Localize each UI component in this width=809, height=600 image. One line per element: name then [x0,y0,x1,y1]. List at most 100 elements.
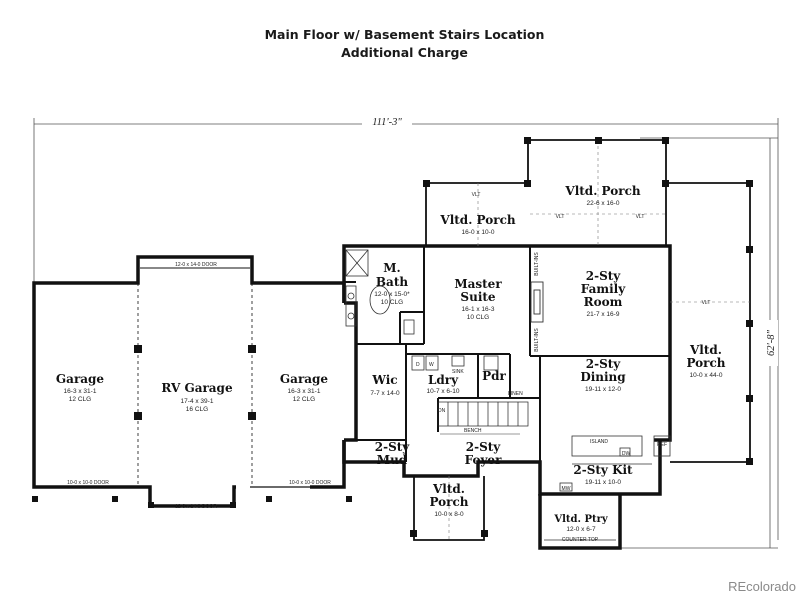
rv-door-bottom-label: 12-0 x 14-0 DOOR [175,504,217,510]
room-dims: 22-6 x 16-0 [587,200,620,207]
rv-door-top-label: 12-0 x 14-0 DOOR [175,262,217,268]
washer-label: W [429,362,434,368]
dishwasher-label: DW [622,451,631,457]
room-name: Garage [56,372,105,386]
room-foyer: 2-Sty Foyer [465,440,502,467]
room-name-line2: Porch [686,356,725,370]
room-name: Garage [280,372,329,386]
room-ceiling: 12 CLG [69,396,91,403]
plan-title: Main Floor w/ Basement Stairs Location [264,27,545,42]
porch-outlines [413,139,751,541]
room-dims: 10-7 x 6-10 [427,388,460,395]
countertop-label: COUNTER TOP [562,537,599,543]
room-ceiling: 10 CLG [381,299,403,306]
bath-fixtures [345,249,499,371]
house-exterior-walls [342,244,672,550]
room-garage-left: Garage 16-3 x 31-1 12 CLG [56,372,105,403]
room-name-line1: 2-Sty [375,440,411,454]
room-dining: 2-Sty Dining 19-11 x 12-0 [580,357,626,393]
room-name-line3: Room [584,295,623,309]
fridge-label: REF [657,442,667,448]
room-dims: 10-0 x 8-0 [434,511,464,518]
room-name-line1: 2-Sty [466,440,502,454]
room-family: 2-Sty Family Room 21-7 x 16-9 [581,269,626,318]
room-dims: 17-4 x 39-1 [181,398,214,405]
basement-stairs [437,401,529,427]
room-dims: 19-11 x 10-0 [585,479,621,486]
room-name: Ldry [428,373,459,387]
room-ceiling: 10 CLG [467,314,489,321]
room-dims: 16-0 x 10-0 [462,229,495,236]
room-dims: 19-11 x 12-0 [585,386,621,393]
fireplace [530,281,544,323]
room-dims: 12-0 x 15-0* [374,291,410,298]
room-dims: 7-7 x 14-0 [370,390,400,397]
room-name: Pdr [482,369,506,383]
sink-label: SINK [452,369,464,375]
room-name: Vltd. Porch [439,213,515,227]
room-name: 2-Sty Kit [573,463,633,477]
watermark: REcolorado [728,579,796,594]
room-porch-top-right: Vltd. Porch 22-6 x 16-0 [564,184,640,207]
room-name-line1: Master [454,277,502,291]
room-name-line1: 2-Sty [586,357,622,371]
room-kitchen: 2-Sty Kit 19-11 x 10-0 [573,463,633,486]
vault-label-2: VLT [556,214,565,220]
room-name-line1: Vltd. [432,482,465,496]
room-porch-right: Vltd. Porch 10-0 x 44-0 [686,343,725,379]
room-name: Vltd. Porch [564,184,640,198]
vault-label-3: VLT [636,214,645,220]
island-label: ISLAND [590,439,608,445]
room-dims: 16-1 x 16-3 [462,306,495,313]
plan-subtitle: Additional Charge [341,45,468,60]
room-wic: Wic 7-7 x 14-0 [370,373,400,397]
builtins-bottom-label: BUILT-INS [534,328,540,352]
kitchen-fixtures [544,435,671,541]
room-name-line2: Mud [377,453,408,467]
stairs-down-label: DN [438,408,446,414]
room-name-line2: Suite [460,290,495,304]
vault-label-4: VLT [702,300,711,306]
room-name: Wic [371,373,397,387]
room-name-line1: 2-Sty [586,269,622,283]
room-name-line1: M. [383,261,400,275]
room-dims: 12-0 x 6-7 [566,526,596,533]
garage-posts [32,345,352,508]
room-master-bath: M. Bath 12-0 x 15-0* 10 CLG [374,261,410,306]
room-name-line1: Vltd. [689,343,722,357]
porch-vault-lines [448,140,750,540]
room-garage-right: Garage 16-3 x 31-1 12 CLG [280,372,329,403]
garage-left-door-label: 10-0 x 10-0 DOOR [67,480,109,486]
room-mud: 2-Sty Mud [375,440,411,467]
room-pantry: Vltd. Ptry 12-0 x 6-7 [553,514,609,533]
room-porch-top-left: Vltd. Porch 16-0 x 10-0 [439,213,515,236]
room-dims: 16-3 x 31-1 [288,388,321,395]
room-porch-front: Vltd. Porch 10-0 x 8-0 [429,482,468,518]
room-name: Vltd. Ptry [553,514,609,525]
room-name-line2: Dining [580,370,626,384]
porch-posts [410,137,753,537]
microwave-label: MW [562,486,571,492]
garage-right-door-label: 10-0 x 10-0 DOOR [289,480,331,486]
builtins-top-label: BUILT-INS [534,252,540,276]
room-name-line2: Family [581,282,626,296]
dryer-label: D [416,362,420,368]
room-rv-garage: RV Garage 17-4 x 39-1 16 CLG [161,381,233,413]
bench-label: BENCH [464,428,482,434]
room-ceiling: 12 CLG [293,396,315,403]
room-dims: 10-0 x 44-0 [690,372,723,379]
room-laundry: Ldry 10-7 x 6-10 [427,373,460,395]
room-name: RV Garage [161,381,233,395]
room-master-suite: Master Suite 16-1 x 16-3 10 CLG [454,277,502,321]
room-name-line2: Porch [429,495,468,509]
room-ceiling: 16 CLG [186,406,208,413]
room-powder: Pdr [482,369,506,383]
room-dims: 16-3 x 31-1 [64,388,97,395]
room-dims: 21-7 x 16-9 [587,311,620,318]
linen-label: LINEN [508,391,523,397]
vault-label-1: VLT [472,192,481,198]
overall-width-label: 111'-3" [372,117,402,128]
room-name-line2: Bath [376,275,408,289]
